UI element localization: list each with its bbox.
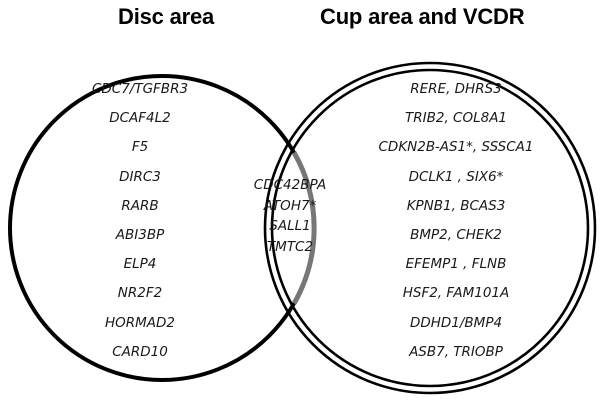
gene-label: ABI3BP — [115, 227, 165, 243]
gene-label: HSF2, FAM101A — [402, 285, 510, 302]
gene-label: DCAF4L2 — [109, 110, 171, 127]
gene-label: ELP4 — [123, 256, 157, 273]
cup-area-circle-outer — [263, 61, 597, 395]
cup-area-vcdr-title: Cup area and VCDR — [320, 4, 525, 29]
gene-label: DDHD1/BMP4 — [409, 314, 503, 331]
gene-label: TRIB2, COL8A1 — [404, 110, 508, 127]
gene-label: DIRC3 — [119, 168, 161, 185]
gene-label: ATOH7* — [263, 197, 317, 214]
gene-label: EFEMP1 , FLNB — [405, 256, 507, 273]
gene-label: BMP2, CHEK2 — [410, 227, 502, 243]
overlap-arc — [291, 151, 317, 305]
gene-label: HORMAD2 — [104, 314, 176, 331]
cup-area-circle-inner — [270, 68, 590, 388]
gene-label: CDC7/TGFBR3 — [91, 81, 189, 97]
gene-label: CDC42BPA — [253, 177, 327, 193]
gene-label: DCLK1 , SIX6* — [408, 168, 504, 185]
gene-label: RERE, DHRS3 — [410, 81, 502, 97]
gene-label: RARB — [121, 197, 159, 214]
gene-label: CARD10 — [112, 343, 168, 360]
gene-label: KPNB1, BCAS3 — [406, 197, 506, 214]
gene-label: TMTC2 — [266, 238, 314, 255]
gene-label: ASB7, TRIOBP — [409, 343, 503, 360]
gene-label: NR2F2 — [117, 285, 163, 302]
disc-area-title: Disc area — [118, 4, 215, 29]
gene-label: CDKN2B-AS1*, SSSCA1 — [378, 139, 534, 156]
gene-label: SALL1 — [269, 218, 311, 234]
gene-label: F5 — [131, 139, 149, 156]
